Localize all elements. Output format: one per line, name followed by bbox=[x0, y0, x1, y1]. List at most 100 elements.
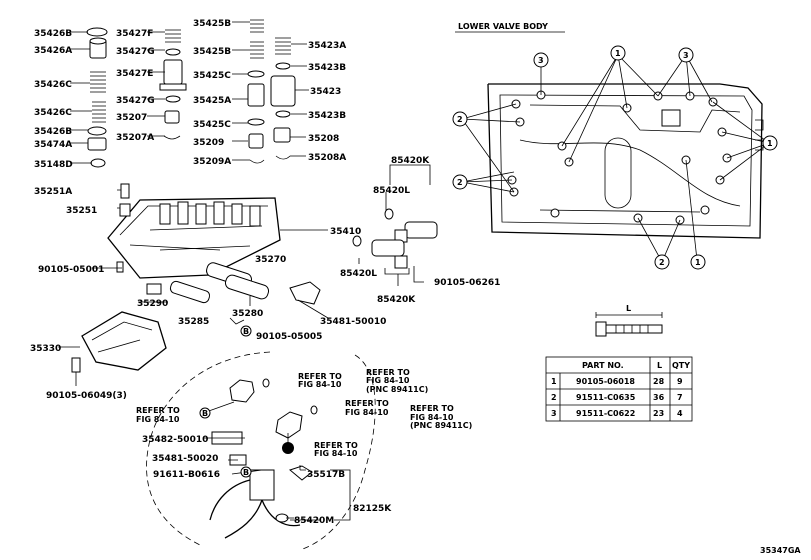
label-35427G: 35427G bbox=[116, 47, 155, 57]
lower-valve-body-plate bbox=[455, 31, 764, 239]
callout-numbers: 1 1 1 2 2 2 3 3 bbox=[457, 49, 773, 267]
callout-number: 2 bbox=[659, 258, 665, 267]
table-cell-idx: 3 bbox=[551, 409, 557, 418]
refer-note: REFER TO bbox=[298, 372, 342, 381]
refer-note: REFER TO bbox=[366, 368, 410, 377]
label-35425C: 35425C bbox=[193, 120, 231, 130]
bolt-holes bbox=[507, 90, 732, 225]
label-35481-50020: 35481-50020 bbox=[152, 454, 218, 464]
label-35208: 35208 bbox=[308, 134, 339, 144]
table-cell-part-no: 91511-C0622 bbox=[576, 409, 635, 418]
label-35270: 35270 bbox=[255, 255, 286, 265]
label-35517B: 35517B bbox=[307, 470, 345, 480]
label-35426C: 35426C bbox=[34, 80, 72, 90]
refer-note: FIG 84-10 bbox=[410, 413, 454, 422]
label-90105-06049: 90105-06049(3) bbox=[46, 391, 127, 401]
callout-number: 3 bbox=[683, 51, 689, 60]
label-35330: 35330 bbox=[30, 344, 61, 354]
refer-note: FIG 84-10 bbox=[298, 380, 342, 389]
refer-note: FIG 84-10 bbox=[314, 449, 358, 458]
label-35423A: 35423A bbox=[308, 41, 346, 51]
bolt-table-text: PART NO. L QTY 1 90105-06018 28 9 2 9151… bbox=[551, 361, 690, 418]
label-35426A: 35426A bbox=[34, 46, 72, 56]
solenoids-lower-left bbox=[92, 261, 329, 325]
refer-note: REFER TO bbox=[410, 404, 454, 413]
label-35410: 35410 bbox=[330, 227, 361, 237]
label-35251: 35251 bbox=[66, 206, 97, 216]
table-cell-qty: 7 bbox=[677, 393, 683, 402]
marker-labels: B B B bbox=[202, 327, 249, 477]
label-35482-50010: 35482-50010 bbox=[142, 435, 208, 445]
callout-number: 3 bbox=[538, 56, 544, 65]
label-35427E: 35427E bbox=[116, 69, 153, 79]
label-35423B: 35423B bbox=[308, 63, 346, 73]
table-cell-qty: 4 bbox=[677, 409, 683, 418]
table-cell-idx: 2 bbox=[551, 393, 557, 402]
label-35280: 35280 bbox=[232, 309, 263, 319]
label-35427G: 35427G bbox=[116, 96, 155, 106]
section-title: LOWER VALVE BODY bbox=[458, 22, 548, 31]
valve-parts-middle-column bbox=[147, 19, 265, 164]
table-cell-qty: 9 bbox=[677, 377, 683, 386]
reference-dot-marker bbox=[282, 442, 294, 454]
catalog-code: 35347GA bbox=[760, 546, 801, 555]
marker-b: B bbox=[243, 327, 249, 336]
table-cell-l: 23 bbox=[653, 409, 664, 418]
marker-b: B bbox=[202, 409, 208, 418]
refer-note: (PNC 89411C) bbox=[410, 421, 472, 430]
label-35207A: 35207A bbox=[116, 133, 154, 143]
table-cell-part-no: 91511-C0635 bbox=[576, 393, 636, 402]
dimension-label: L bbox=[626, 304, 631, 313]
label-35207: 35207 bbox=[116, 113, 147, 123]
label-35208A: 35208A bbox=[308, 153, 346, 163]
label-91611-B0616: 91611-B0616 bbox=[153, 470, 220, 480]
label-82125K: 82125K bbox=[353, 504, 392, 514]
label-35425C: 35425C bbox=[193, 71, 231, 81]
refer-note: (PNC 89411C) bbox=[366, 385, 428, 394]
harness-region bbox=[146, 351, 376, 551]
label-35425B: 35425B bbox=[193, 19, 231, 29]
refer-note: REFER TO bbox=[314, 441, 358, 450]
table-cell-l: 28 bbox=[653, 377, 665, 386]
marker-b: B bbox=[243, 468, 249, 477]
label-35426B: 35426B bbox=[34, 127, 72, 137]
bolt-dimension-figure bbox=[595, 312, 663, 337]
label-35209A: 35209A bbox=[193, 157, 231, 167]
label-35426B: 35426B bbox=[34, 29, 72, 39]
label-90105-06261: 90105-06261 bbox=[434, 278, 500, 288]
label-85420M: 85420M bbox=[294, 516, 334, 526]
refer-note: REFER TO bbox=[345, 399, 389, 408]
valve-parts-right-column bbox=[270, 37, 309, 160]
label-85420L: 85420L bbox=[373, 186, 410, 196]
label-35481-50010: 35481-50010 bbox=[320, 317, 386, 327]
callout-number: 2 bbox=[457, 115, 463, 124]
callout-number: 1 bbox=[615, 49, 621, 58]
label-35427F: 35427F bbox=[116, 29, 153, 39]
callout-number: 1 bbox=[767, 139, 773, 148]
part-labels: 35426B 35426A 35426C 35426C 35426B 35474… bbox=[30, 19, 500, 526]
label-35148D: 35148D bbox=[34, 160, 73, 170]
label-85420K: 85420K bbox=[377, 295, 416, 305]
label-35426C: 35426C bbox=[34, 108, 72, 118]
label-35290: 35290 bbox=[137, 299, 168, 309]
label-35423B: 35423B bbox=[308, 111, 346, 121]
label-35285: 35285 bbox=[178, 317, 209, 327]
callout-circles bbox=[452, 45, 778, 270]
label-35474A: 35474A bbox=[34, 140, 72, 150]
refer-note: REFER TO bbox=[136, 406, 180, 415]
label-90105-05005: 90105-05005 bbox=[256, 332, 322, 342]
label-35425A: 35425A bbox=[193, 96, 231, 106]
label-35425B: 35425B bbox=[193, 47, 231, 57]
refer-note: FIG 84-10 bbox=[366, 376, 410, 385]
valve-parts-left-column bbox=[70, 27, 108, 168]
table-cell-l: 36 bbox=[653, 393, 665, 402]
table-cell-idx: 1 bbox=[551, 377, 557, 386]
valve-body-35410 bbox=[107, 183, 328, 279]
callout-number: 1 bbox=[695, 258, 701, 267]
label-85420L: 85420L bbox=[340, 269, 377, 279]
solenoid-85420-group bbox=[352, 164, 438, 286]
table-header-part-no: PART NO. bbox=[582, 361, 624, 370]
label-35423: 35423 bbox=[310, 87, 341, 97]
label-35251A: 35251A bbox=[34, 187, 72, 197]
